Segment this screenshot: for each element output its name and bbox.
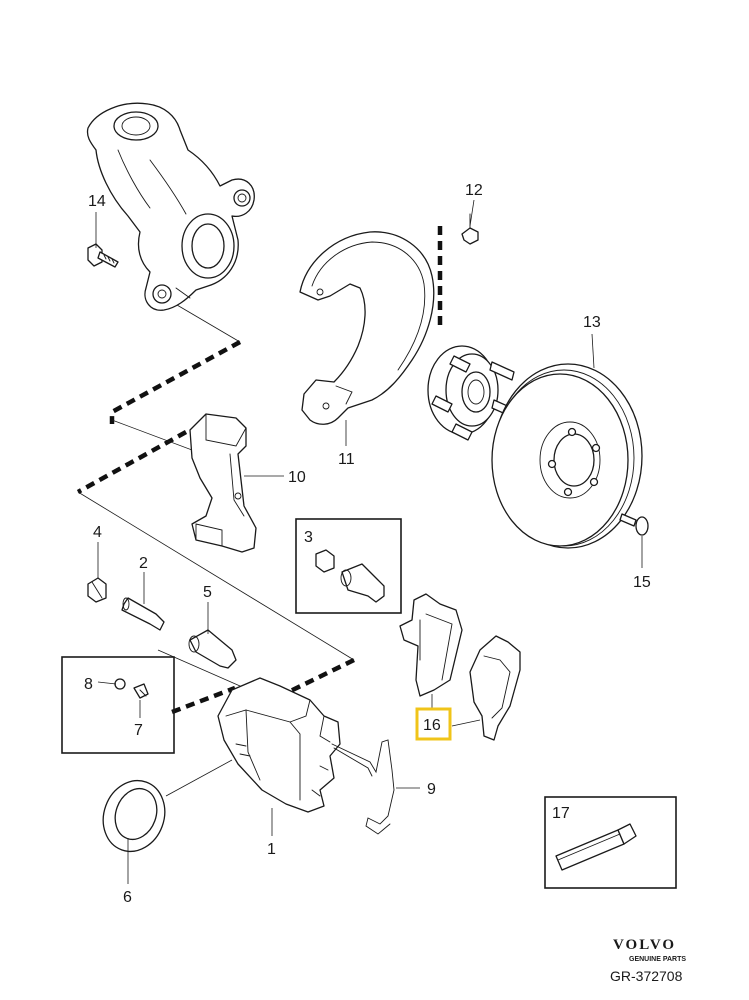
brake-disc: [491, 363, 643, 549]
box-3: [295, 518, 402, 614]
callout-17: 17: [552, 805, 570, 822]
bushing-5: [188, 629, 237, 669]
drawing-code: GR-372708: [610, 968, 683, 984]
piston-seal-6: [102, 779, 166, 853]
wheel-hub: [427, 345, 515, 441]
box-8-7: [61, 656, 175, 754]
highlight-callout-16: [415, 707, 452, 741]
brand-name: VOLVO: [613, 937, 676, 953]
cap-8: [114, 678, 126, 690]
callout-6: 6: [123, 889, 132, 906]
brand-logo: VOLVO GENUINE PARTS: [613, 937, 686, 963]
callout-14: 14: [88, 193, 106, 210]
box-17: [544, 796, 677, 889]
brand-tagline: GENUINE PARTS: [629, 956, 686, 963]
callout-labels: 14 12 13 11 10 4 3 2 15 5 8 7 16 9 17 1 …: [84, 182, 651, 906]
bushing-3: [315, 549, 385, 603]
callout-8: 8: [84, 676, 93, 693]
screw-15: [619, 513, 649, 536]
grease-tube-17: [555, 823, 637, 871]
screw-12: [461, 213, 479, 245]
callout-3: 3: [304, 529, 313, 546]
brake-pad-inner: [399, 593, 463, 697]
bleed-screw-7: [133, 683, 149, 699]
callout-1: 1: [267, 841, 276, 858]
callout-2: 2: [139, 555, 148, 572]
bolt-14: [87, 243, 119, 268]
callout-7: 7: [134, 722, 143, 739]
callout-11: 11: [338, 451, 355, 468]
splash-shield: [299, 231, 435, 425]
caliper-carrier: [189, 413, 257, 553]
callout-10: 10: [288, 469, 306, 486]
callout-13: 13: [583, 314, 601, 331]
spring-clip-9: [331, 739, 395, 835]
callout-16: 16: [423, 717, 441, 734]
callout-5: 5: [203, 584, 212, 601]
callout-12: 12: [465, 182, 483, 199]
callout-15: 15: [633, 574, 651, 591]
brake-pad-outer: [469, 635, 521, 741]
guide-pin-2: [121, 597, 165, 631]
steering-knuckle: [86, 102, 255, 311]
callout-4: 4: [93, 524, 102, 541]
brake-caliper: [217, 677, 341, 813]
leader-lines: [95, 199, 643, 884]
callout-9: 9: [427, 781, 436, 798]
guide-pin-cap-4: [87, 577, 107, 603]
